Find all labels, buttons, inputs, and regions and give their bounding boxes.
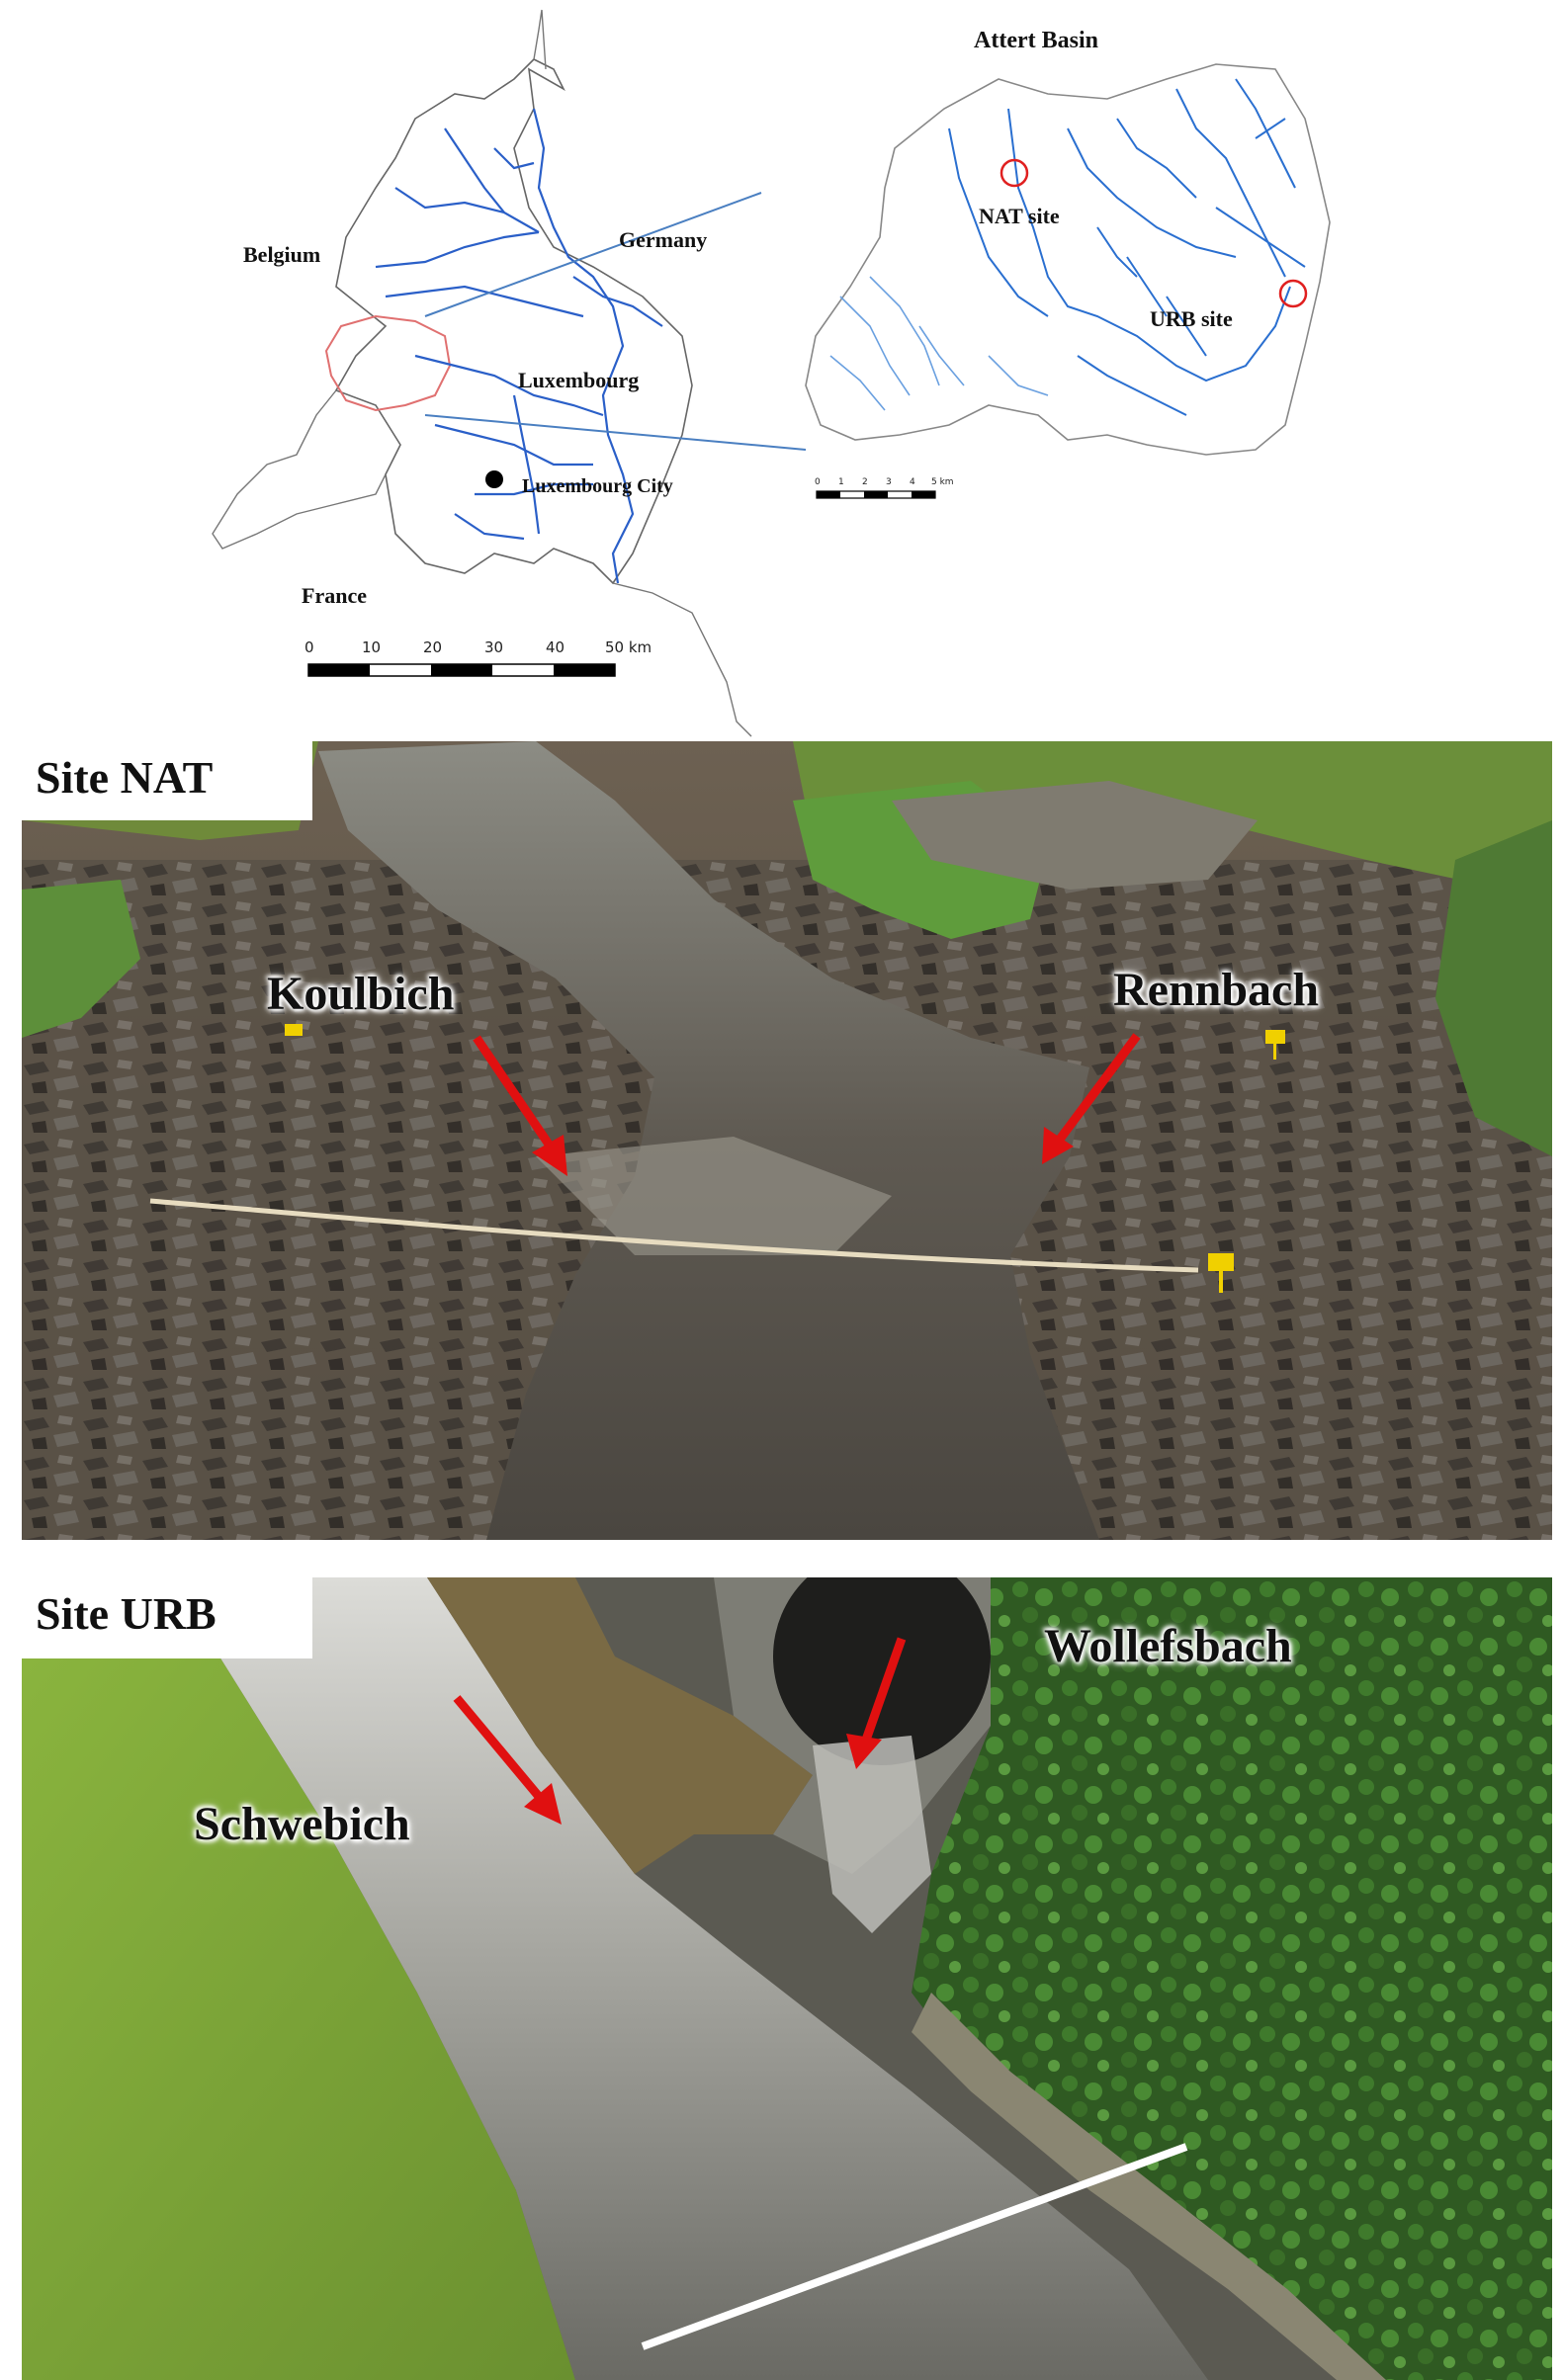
basin-streams-light	[829, 276, 1049, 411]
basin-rivers	[948, 78, 1306, 416]
basin-scale-tick-0: 0	[815, 477, 821, 487]
label-luxembourg-city: Luxembourg City	[522, 475, 673, 497]
label-nat-site: NAT site	[979, 204, 1060, 228]
channel-water	[219, 1577, 1208, 2380]
yellow-marker	[285, 1024, 303, 1036]
culvert-opening	[773, 1577, 991, 1765]
cross-section-line	[641, 2143, 1188, 2350]
arrow-koulbich	[473, 1035, 560, 1157]
ivy-wall	[912, 1577, 1552, 2380]
luxembourg-city-marker	[485, 470, 503, 488]
luxembourg-border	[334, 58, 693, 585]
photo-urb	[22, 1577, 1552, 2380]
arrow-schwebich	[453, 1695, 550, 1808]
basin-scale-tick-2: 2	[862, 477, 868, 487]
attert-basin-outline	[805, 63, 1331, 456]
overview-scale-tick-2: 20	[423, 638, 442, 656]
attert-basin-outline-small	[324, 314, 452, 412]
callout-rennbach: Rennbach	[1113, 964, 1320, 1016]
basin-scale-bar	[816, 490, 936, 499]
connector-line-top	[424, 192, 762, 317]
yellow-marker	[1208, 1253, 1234, 1271]
arrow-wollefsbach	[859, 1637, 907, 1747]
overview-scale-tick-3: 30	[484, 638, 503, 656]
label-germany: Germany	[619, 227, 707, 252]
basin-scale-tick-5: 5 km	[931, 477, 954, 487]
nat-site-marker	[999, 158, 1029, 188]
overview-scale-tick-5: 50 km	[605, 638, 652, 656]
label-france: France	[302, 583, 367, 608]
basin-scale-tick-4: 4	[910, 477, 915, 487]
label-belgium: Belgium	[243, 242, 320, 267]
france-german-border	[612, 582, 752, 737]
yellow-marker	[1265, 1030, 1285, 1044]
overview-rivers	[375, 108, 663, 584]
overview-scale-tick-4: 40	[546, 638, 565, 656]
callout-schwebich: Schwebich	[194, 1798, 410, 1850]
overview-scale-tick-1: 10	[362, 638, 381, 656]
panel-label-nat: Site NAT	[22, 741, 312, 820]
urb-site-marker	[1278, 279, 1308, 308]
panel-label-urb: Site URB	[22, 1577, 312, 1658]
photo-nat	[22, 741, 1552, 1540]
overview-scale-tick-0: 0	[304, 638, 314, 656]
maps-svg: Belgium Germany Luxembourg Luxembourg Ci…	[212, 9, 1331, 737]
overview-scale-bar	[307, 663, 616, 677]
label-luxembourg: Luxembourg	[518, 368, 639, 392]
connector-line-bottom	[424, 414, 807, 451]
callout-koulbich: Koulbich	[267, 968, 455, 1020]
map-section: Belgium Germany Luxembourg Luxembourg Ci…	[0, 0, 1564, 741]
arrow-rennbach	[1052, 1033, 1141, 1148]
grass-bank	[22, 1657, 575, 2380]
measuring-tape	[149, 1198, 1199, 1273]
belgium-france-border	[212, 389, 387, 550]
germany-border	[533, 9, 547, 70]
basin-scale-tick-3: 3	[886, 477, 892, 487]
photo-urb-image	[22, 1577, 1552, 2380]
basin-scale-tick-1: 1	[838, 477, 844, 487]
photo-nat-image	[22, 741, 1552, 1540]
callout-wollefsbach: Wollefsbach	[1044, 1620, 1292, 1672]
label-urb-site: URB site	[1150, 306, 1233, 331]
basin-title: Attert Basin	[974, 28, 1098, 53]
